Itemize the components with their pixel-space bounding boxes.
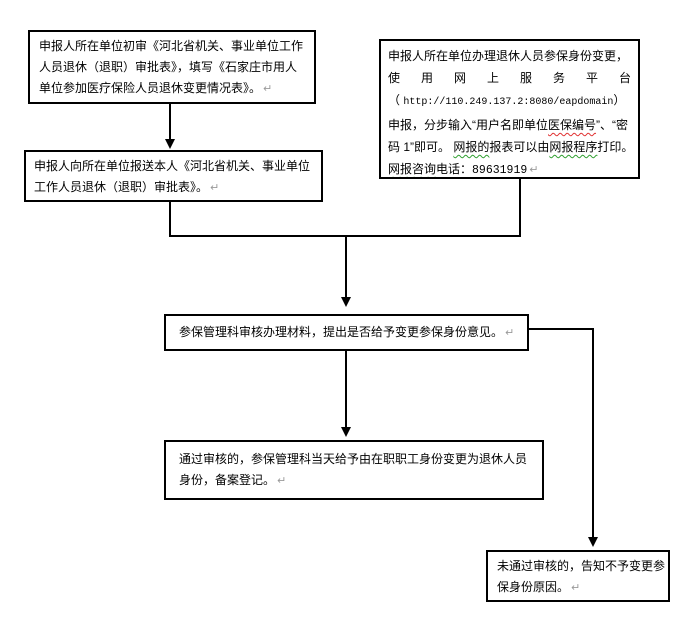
text-segment: ”、“密 (596, 118, 629, 132)
text-line: 单位参加医疗保险人员退休变更情况表》。↵ (39, 78, 305, 100)
text-segment: 保身份原因。 (497, 580, 570, 594)
text-line: 码 1”即可。 网报的报表可以由网报程序打印。 (388, 136, 634, 158)
text-segment: 工作人员退休（退职）审批表》。 (34, 180, 209, 194)
text-line: 参保管理科审核办理材料，提出是否给予变更参保身份意见。↵ (179, 322, 514, 344)
text-segment: 身份，备案登记。 (179, 473, 276, 487)
text-segment: ） (613, 93, 626, 107)
arrowhead-down-icon (165, 139, 175, 149)
arrowhead-down-icon (341, 297, 351, 307)
connector-box1-to-box2 (169, 104, 171, 140)
connector-merge-to-box3 (345, 235, 347, 297)
text-line: 申报人向所在单位报送本人《河北省机关、事业单位 (34, 159, 311, 173)
text-line: 人员退休（退职）审批表》，填写《石家庄市用人 (39, 60, 298, 74)
text-line: 申报人所在单位初审《河北省机关、事业单位工作 (39, 39, 304, 53)
return-mark-icon: ↵ (571, 582, 581, 594)
spellcheck-green-segment: 网报程序 (549, 140, 598, 154)
text-line: 申报，分步输入“用户名即单位医保编号”、“密 (388, 114, 631, 136)
text-segment: 申报，分步输入“用户名即单位 (388, 118, 548, 132)
arrowhead-down-icon (341, 427, 351, 437)
service-platform-url: http://110.249.137.2:8080/eapdomain (403, 97, 614, 108)
text-line: （ http://110.249.137.2:8080/eapdomain） (388, 89, 631, 114)
spellcheck-red-segment: 医保编号 (548, 118, 597, 132)
spellcheck-green-segment: 网报咨询 (388, 162, 437, 176)
arrowhead-down-icon (588, 537, 598, 547)
text-line: 通过审核的，参保管理科当天给予由在职职工身份变更为退休人员 (179, 452, 528, 466)
spellcheck-green-segment: 网报的 (453, 140, 490, 154)
connector-box2-to-merge (169, 202, 171, 237)
text-line: 身份，备案登记。↵ (179, 470, 529, 492)
connector-box3-to-box5-horizontal (529, 328, 593, 330)
return-mark-icon: ↵ (529, 164, 539, 176)
text-line: 未通过审核的，告知不予变更参 (497, 559, 666, 573)
text-line: 工作人员退休（退职）审批表》。↵ (34, 177, 313, 199)
text-segment: 电话： (436, 162, 473, 176)
connector-box3-to-box4 (345, 351, 347, 427)
connector-rightbox-to-merge (519, 179, 521, 237)
text-line: 申报人所在单位办理退休人员参保身份变更， (388, 49, 629, 63)
text-segment: 单位参加医疗保险人员退休变更情况表》。 (39, 81, 262, 95)
text-segment: 码 1”即可。 (388, 140, 454, 154)
return-mark-icon: ↵ (505, 327, 515, 339)
step-approved-change-box: 通过审核的，参保管理科当天给予由在职职工身份变更为退休人员 身份，备案登记。↵ (164, 440, 544, 500)
step-rejected-notice-box: 未通过审核的，告知不予变更参 保身份原因。↵ (486, 550, 670, 602)
return-mark-icon: ↵ (210, 182, 220, 194)
return-mark-icon: ↵ (263, 83, 273, 95)
step-unit-initial-review-box: 申报人所在单位初审《河北省机关、事业单位工作 人员退休（退职）审批表》，填写《石… (28, 30, 316, 104)
text-segment: 参保管理科审核办理材料，提出是否给予变更参保身份意见。 (179, 325, 504, 339)
connector-box3-to-box5-vertical (592, 328, 594, 537)
text-segment: 报表可以由 (489, 140, 550, 154)
text-line-justified: 使 用 网 上 服 务 平 台 (388, 71, 631, 85)
step-submit-approval-form-box: 申报人向所在单位报送本人《河北省机关、事业单位 工作人员退休（退职）审批表》。↵ (24, 150, 323, 202)
text-line: 网报咨询电话：89631919↵ (388, 158, 631, 177)
step-online-declaration-box: 申报人所在单位办理退休人员参保身份变更， 使 用 网 上 服 务 平 台 （ h… (379, 39, 640, 179)
hotline-phone-number: 89631919 (472, 164, 528, 177)
text-line: 保身份原因。↵ (497, 577, 662, 599)
text-segment: 打印。 (597, 140, 634, 154)
step-review-materials-box: 参保管理科审核办理材料，提出是否给予变更参保身份意见。↵ (164, 314, 529, 351)
return-mark-icon: ↵ (277, 475, 287, 487)
text-segment: （ (388, 93, 404, 107)
